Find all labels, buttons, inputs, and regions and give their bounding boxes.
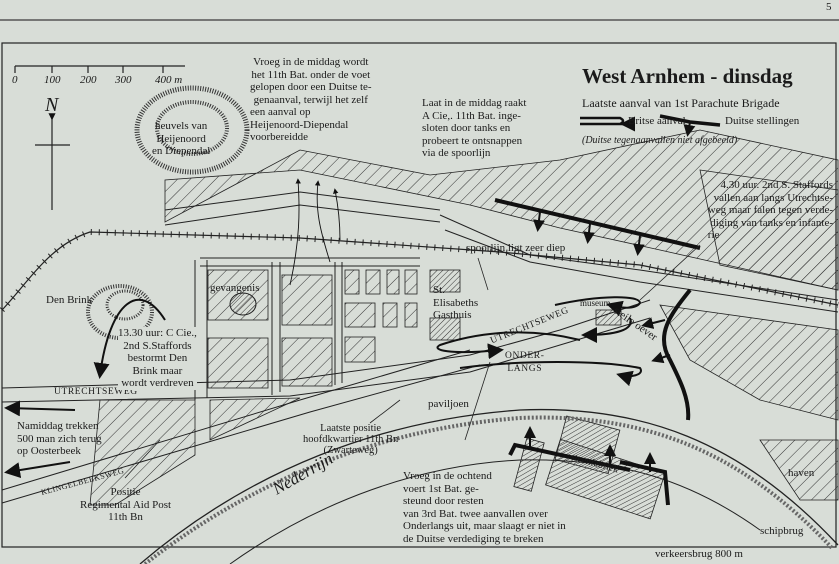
map-frame	[1, 42, 837, 548]
annotation-spoorlijn: spoorlijn ligt zeer diep	[466, 242, 566, 254]
legend-note: (Duitse tegenaanvallen niet afgebeeld)	[582, 135, 738, 146]
german-fire-arrows	[524, 211, 671, 472]
german-positions-legend-icon	[659, 114, 721, 137]
river-nederrijn	[139, 408, 839, 564]
label-verkeersbrug: verkeersbrug 800 m	[655, 548, 743, 560]
british-attack-legend-icon	[580, 118, 625, 124]
retreat-arrows	[289, 178, 341, 286]
page-number: 5	[826, 1, 832, 13]
british-attack-arrows	[4, 296, 642, 478]
map-title: West Arnhem - dinsdag	[582, 64, 793, 88]
label-utrechtseweg-west: UTRECHTSEWEG	[54, 387, 138, 397]
north-arrow-icon	[35, 113, 70, 210]
gevangenis-building	[229, 292, 257, 316]
leader-lines	[124, 244, 701, 479]
label-onderlangs: ONDER-LANGS	[505, 351, 545, 374]
scale-tick-label: 200	[80, 74, 97, 86]
map-subtitle: Laatste aanval van 1st Parachute Brigade	[582, 96, 780, 110]
legend-german-positions: Duitse stellingen	[725, 115, 800, 127]
label-museum: museum	[580, 298, 611, 308]
label-haven: haven	[788, 467, 815, 479]
scale-tick-label: 100	[44, 74, 61, 86]
scale-tick-label: 400 m	[155, 74, 183, 86]
german-positions	[494, 198, 701, 506]
label-den-brink: Den Brink	[46, 294, 93, 306]
label-gevangenis: gevangenis	[210, 282, 260, 294]
label-schipbrug: schipbrug	[760, 525, 804, 537]
scale-tick-label: 0	[12, 74, 18, 86]
scale-bar	[14, 65, 185, 73]
legend-british-attack: Britse aanval	[628, 115, 686, 127]
railway	[0, 228, 839, 313]
north-label: N	[45, 94, 59, 116]
label-paviljoen: paviljoen	[428, 398, 469, 410]
scale-tick-label: 300	[115, 74, 132, 86]
built-up-areas	[89, 129, 839, 520]
